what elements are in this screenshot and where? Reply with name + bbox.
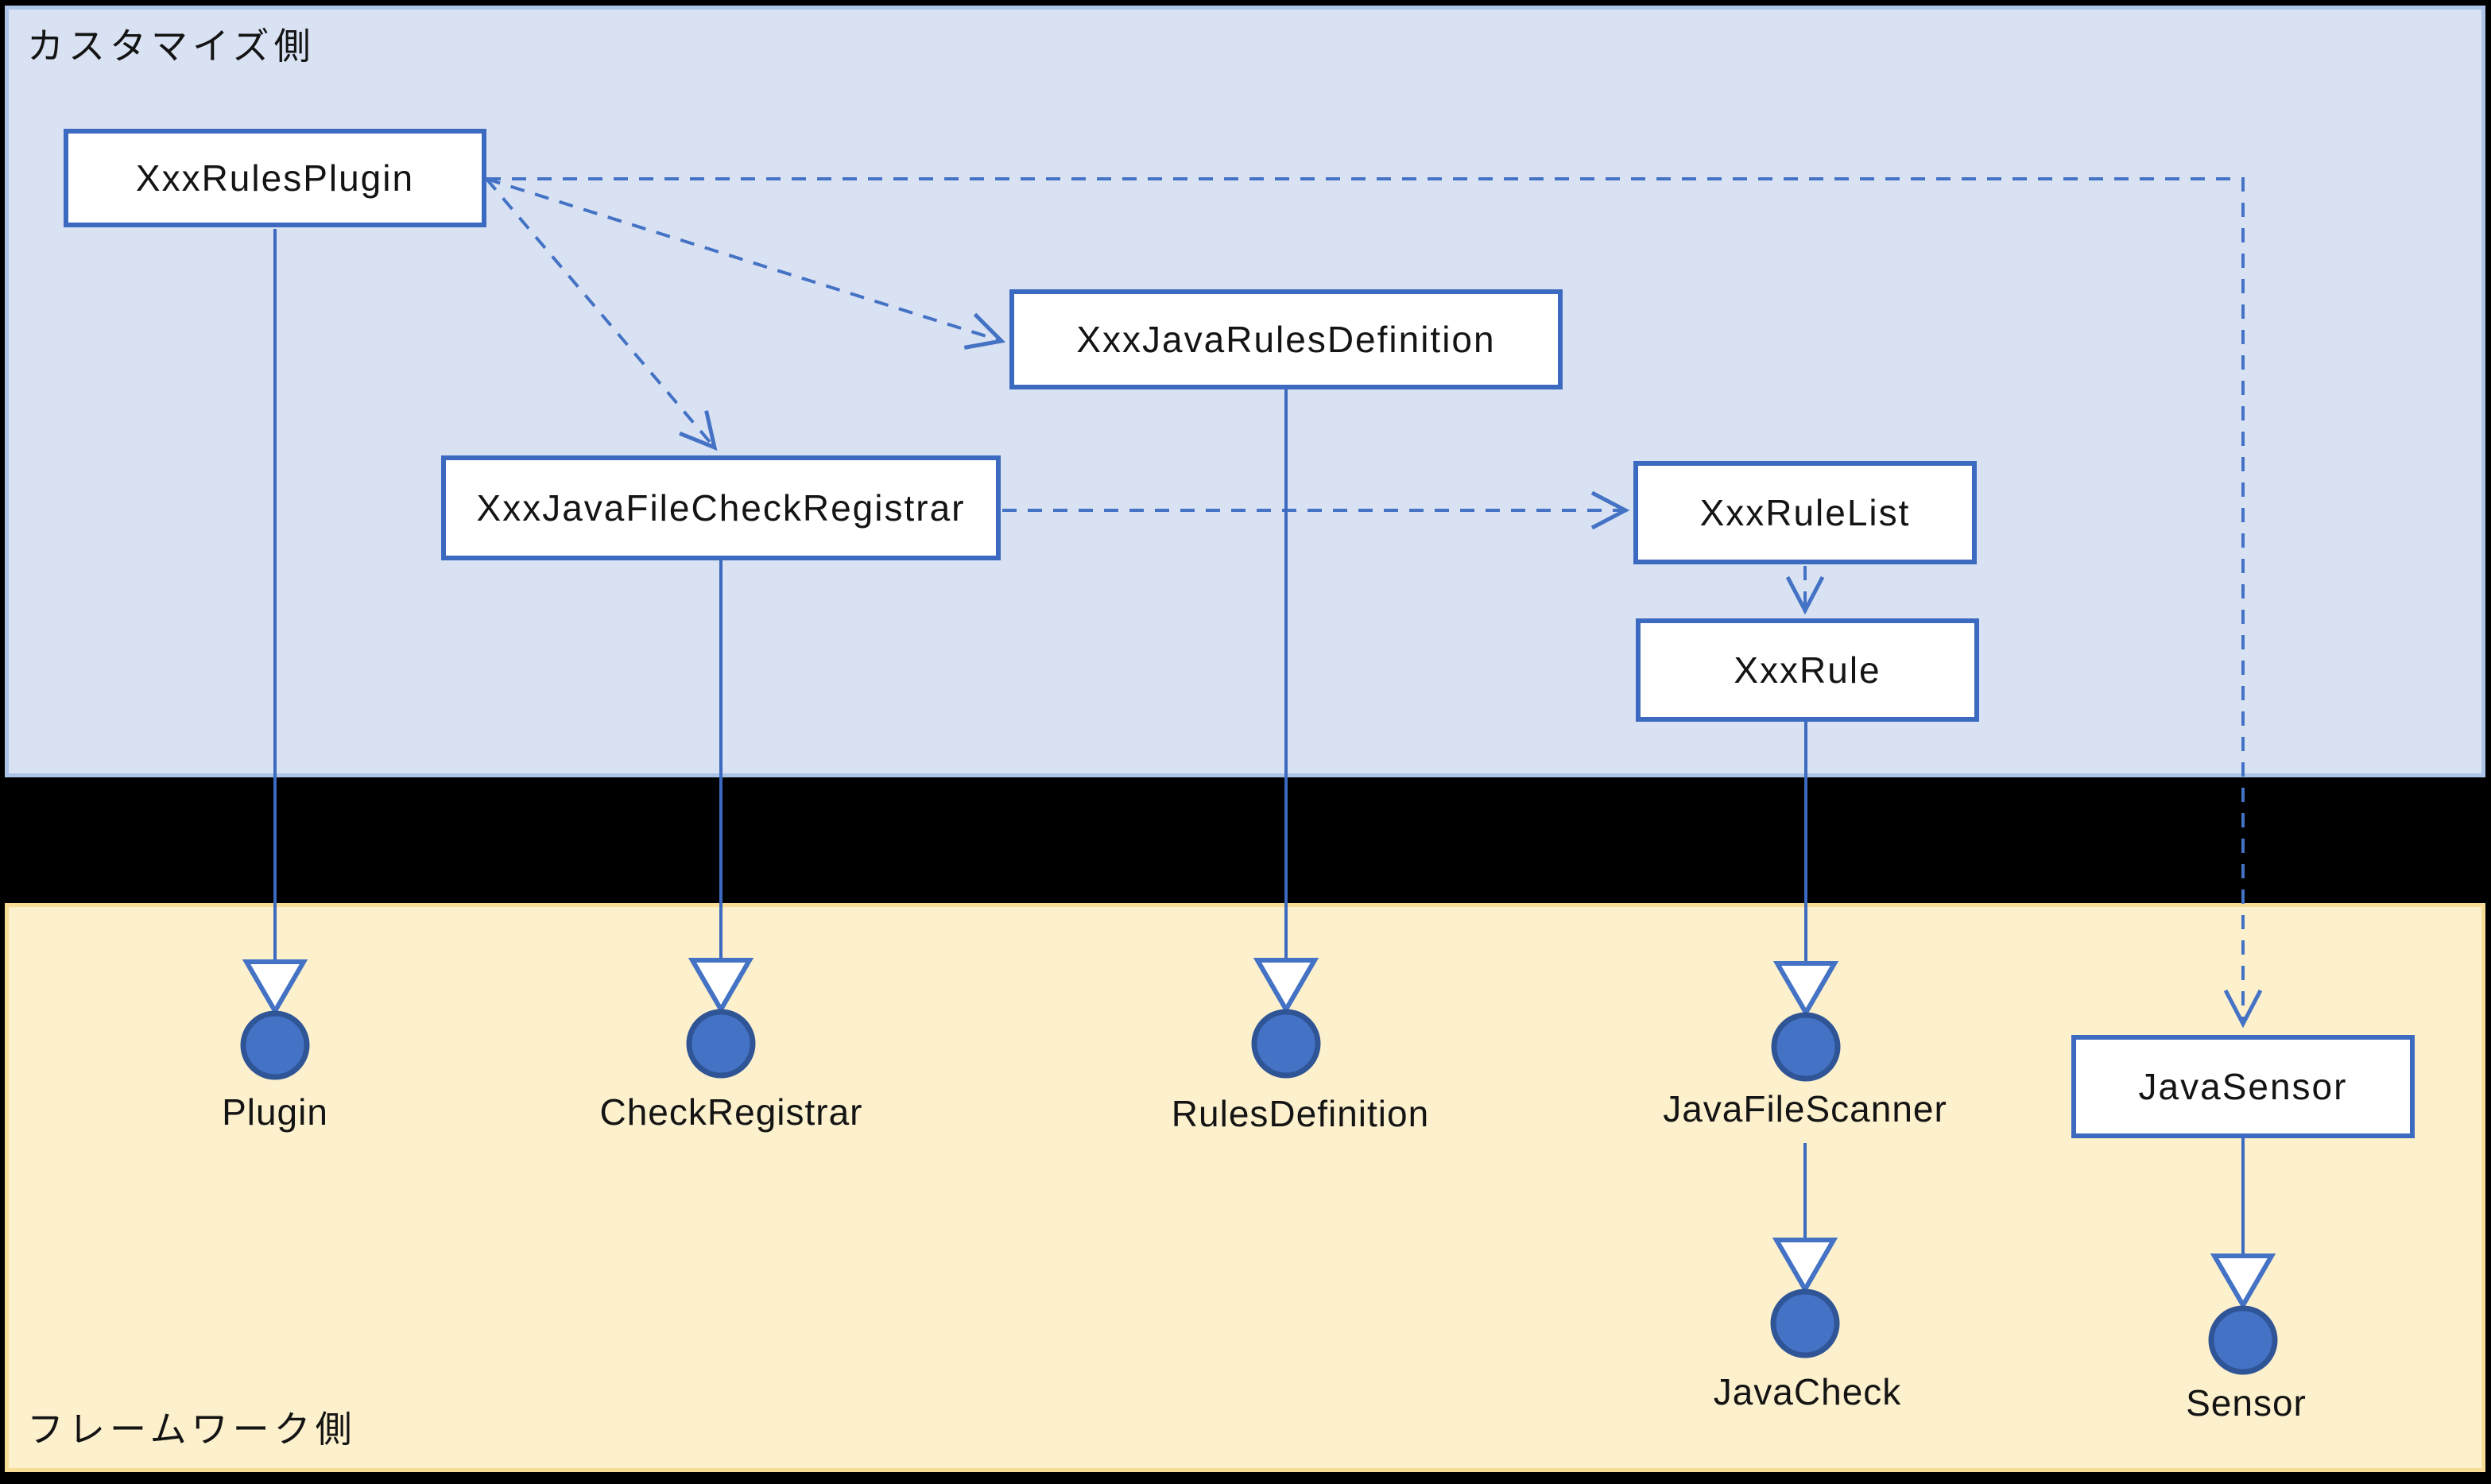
region-label-customize: カスタマイズ側: [27, 25, 316, 67]
class-box-xxxrulesplugin: XxxRulesPlugin: [64, 129, 486, 227]
interface-label-javacheck: JavaCheck: [1713, 1371, 1902, 1412]
class-box-javasensor: JavaSensor: [2071, 1035, 2415, 1138]
class-box-xxxrulelist: XxxRuleList: [1633, 461, 1977, 564]
interface-label-javafilescanner: JavaFileScanner: [1663, 1088, 1947, 1129]
interface-label-rulesdefinition: RulesDefinition: [1171, 1093, 1430, 1134]
region-framework-side: [5, 903, 2485, 1472]
class-box-xxxjavarulesdefinition: XxxJavaRulesDefinition: [1009, 289, 1563, 389]
class-box-xxxrule: XxxRule: [1636, 618, 1979, 722]
class-box-xxxjavafilecheckregistrar: XxxJavaFileCheckRegistrar: [441, 455, 1001, 560]
region-customize-side: [5, 6, 2485, 777]
interface-label-sensor: Sensor: [2186, 1382, 2307, 1424]
interface-label-plugin: Plugin: [222, 1091, 328, 1133]
region-label-framework: フレームワーク側: [27, 1408, 357, 1450]
interface-label-checkregistrar: CheckRegistrar: [599, 1091, 863, 1133]
